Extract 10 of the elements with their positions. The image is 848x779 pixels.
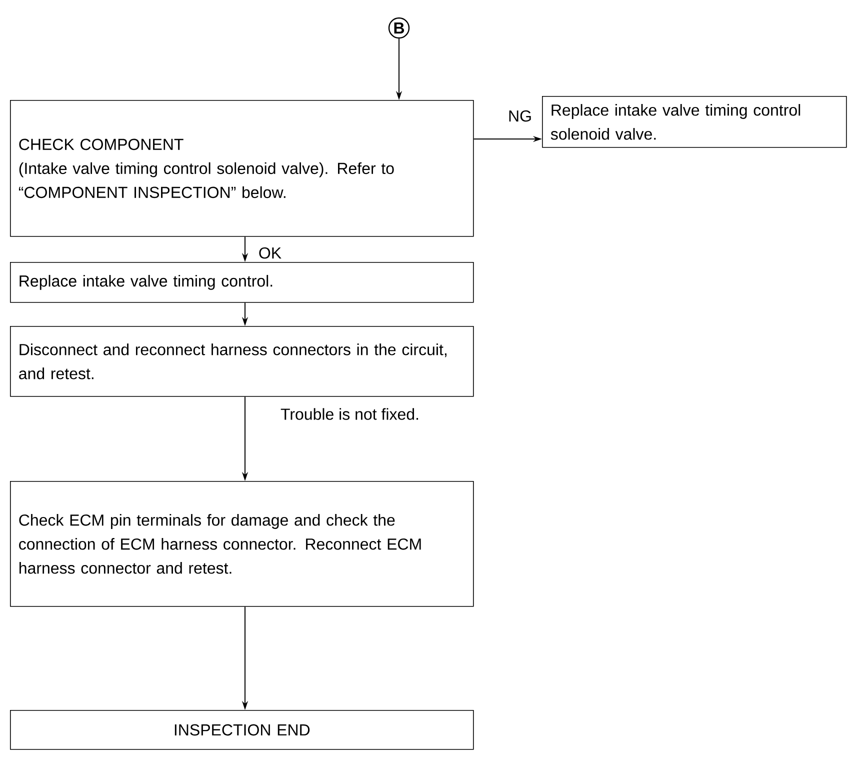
process-box: Disconnect and reconnect harness connectors in the circuit, and retest. <box>10 326 474 397</box>
edge-label: Trouble is not fixed. <box>280 407 421 421</box>
process-box: CHECK COMPONENT (Intake valve timing control solenoid valve). Refer to “COMPONENT INSPECTION” below. <box>10 100 474 237</box>
edge-label: OK <box>257 246 283 260</box>
process-box: Replace intake valve timing control solenoid valve. <box>542 96 847 148</box>
end-box: INSPECTION END <box>10 710 474 750</box>
circled-letter: B <box>388 17 410 39</box>
edge-label: NG <box>507 109 533 123</box>
process-box: Check ECM pin terminals for damage and check the connection of ECM harness connector. Reconnect ECM harness connector and retest. <box>10 481 474 607</box>
process-box: Replace intake valve timing control. <box>10 262 474 303</box>
